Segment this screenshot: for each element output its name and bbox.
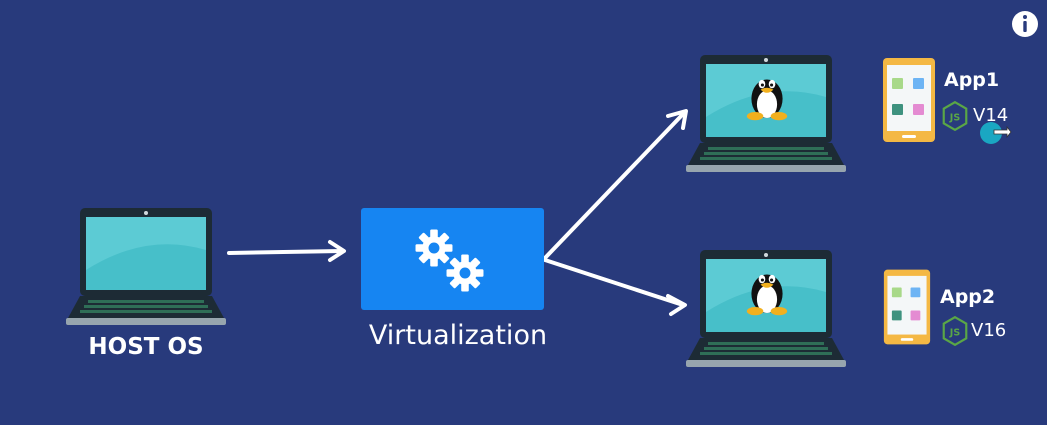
gears-icon — [415, 229, 453, 267]
nodejs-icon — [942, 101, 968, 131]
nodejs-icon — [942, 316, 968, 346]
phone-icon — [883, 58, 935, 142]
arrow-host-to-virtualization — [227, 240, 346, 262]
app1-label: App1 — [944, 69, 1000, 91]
virtualization-label: Virtualization — [368, 320, 548, 351]
info-button[interactable] — [1012, 11, 1038, 37]
host-os-label: HOST OS — [88, 334, 204, 360]
node-version-label: V14 — [973, 105, 1009, 126]
node-version-label: V16 — [971, 320, 1007, 341]
arrows — [227, 109, 688, 316]
arrow-to-vm2 — [543, 258, 687, 316]
host-laptop — [66, 208, 226, 325]
vm-laptop-1 — [686, 55, 846, 172]
phone-icon — [883, 269, 931, 345]
vm-laptop-2 — [686, 250, 846, 367]
virtualization-box — [361, 208, 544, 310]
arrow-to-vm1 — [543, 109, 688, 260]
cursor-indicator — [980, 122, 1012, 144]
app2-label: App2 — [940, 286, 996, 308]
